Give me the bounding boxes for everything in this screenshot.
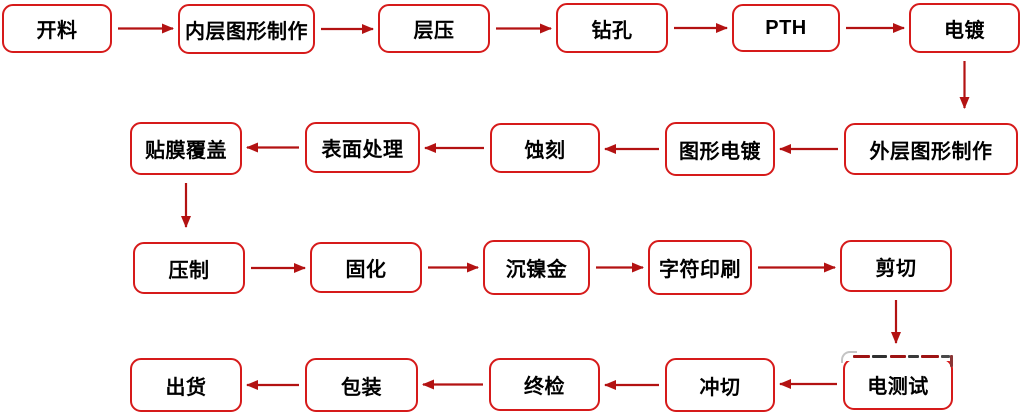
smudge-dash xyxy=(872,355,887,358)
smudge-dash xyxy=(921,355,939,358)
flow-node-label: 固化 xyxy=(345,259,387,281)
flow-node-biao-mian-chu-li: 表面处理 xyxy=(305,122,420,173)
smudge-dash xyxy=(941,355,950,358)
flow-node-ceng-ya: 层压 xyxy=(378,4,490,53)
flow-node-zhong-jian: 终检 xyxy=(489,358,600,411)
flow-node-label: 压制 xyxy=(168,259,210,282)
flow-node-tu-xing-dian-du: 图形电镀 xyxy=(665,122,775,176)
flow-node-label: 沉镍金 xyxy=(505,259,568,281)
flow-node-label: 开料 xyxy=(36,20,78,42)
flow-node-shi-ke: 蚀刻 xyxy=(490,123,600,173)
flow-node-zuan-kong: 钻孔 xyxy=(556,3,668,53)
smudge-tick xyxy=(950,355,953,367)
flow-node-nei-ceng-zhi-zuo: 内层图形制作 xyxy=(178,4,315,54)
flow-node-chu-huo: 出货 xyxy=(130,358,242,412)
flow-node-label: 冲切 xyxy=(699,376,741,399)
flow-node-label: 钻孔 xyxy=(591,19,633,42)
flow-node-label: 包装 xyxy=(341,376,382,399)
flow-node-label: 出货 xyxy=(165,376,207,399)
flow-node-label: 蚀刻 xyxy=(524,139,566,162)
flow-node-wai-ceng-zhi-zuo: 外层图形制作 xyxy=(844,123,1018,175)
flow-node-label: 外层图形制作 xyxy=(869,140,993,163)
flow-node-ya-zhi: 压制 xyxy=(133,242,245,294)
smudge-dash xyxy=(853,355,870,358)
flow-node-label: 剪切 xyxy=(875,257,917,280)
flow-node-kai-liao: 开料 xyxy=(2,4,112,53)
flow-node-zi-fu-yin-shua: 字符印刷 xyxy=(648,240,752,295)
flow-node-label: 终检 xyxy=(524,376,565,398)
flow-node-label: 层压 xyxy=(413,20,455,42)
flow-node-jian-qie: 剪切 xyxy=(840,240,952,292)
flow-node-label: 表面处理 xyxy=(321,139,404,161)
smudge-ghost-corner xyxy=(841,351,857,363)
flow-node-label: 内层图形制作 xyxy=(185,20,308,43)
flow-node-label: 电测试 xyxy=(867,375,929,398)
flow-node-chong-qie: 冲切 xyxy=(665,358,775,412)
flow-node-dian-ce-shi: 电测试 xyxy=(843,358,953,410)
flow-node-label: 电镀 xyxy=(944,19,985,42)
flow-node-tie-mo-fu-gai: 贴膜覆盖 xyxy=(130,122,242,175)
flow-node-chen-nie-jin: 沉镍金 xyxy=(483,240,590,295)
flow-node-label: 图形电镀 xyxy=(679,140,761,163)
smudge-dash xyxy=(908,355,919,358)
flow-node-pth: PTH xyxy=(732,4,840,52)
flow-node-label: PTH xyxy=(765,16,807,39)
flow-node-dian-du: 电镀 xyxy=(909,3,1020,53)
flow-node-bao-zhuang: 包装 xyxy=(305,358,418,412)
smudge-dash xyxy=(890,355,906,358)
flow-node-label: 贴膜覆盖 xyxy=(145,140,227,162)
flow-node-label: 字符印刷 xyxy=(659,259,741,281)
flow-node-gu-hua: 固化 xyxy=(310,242,422,293)
